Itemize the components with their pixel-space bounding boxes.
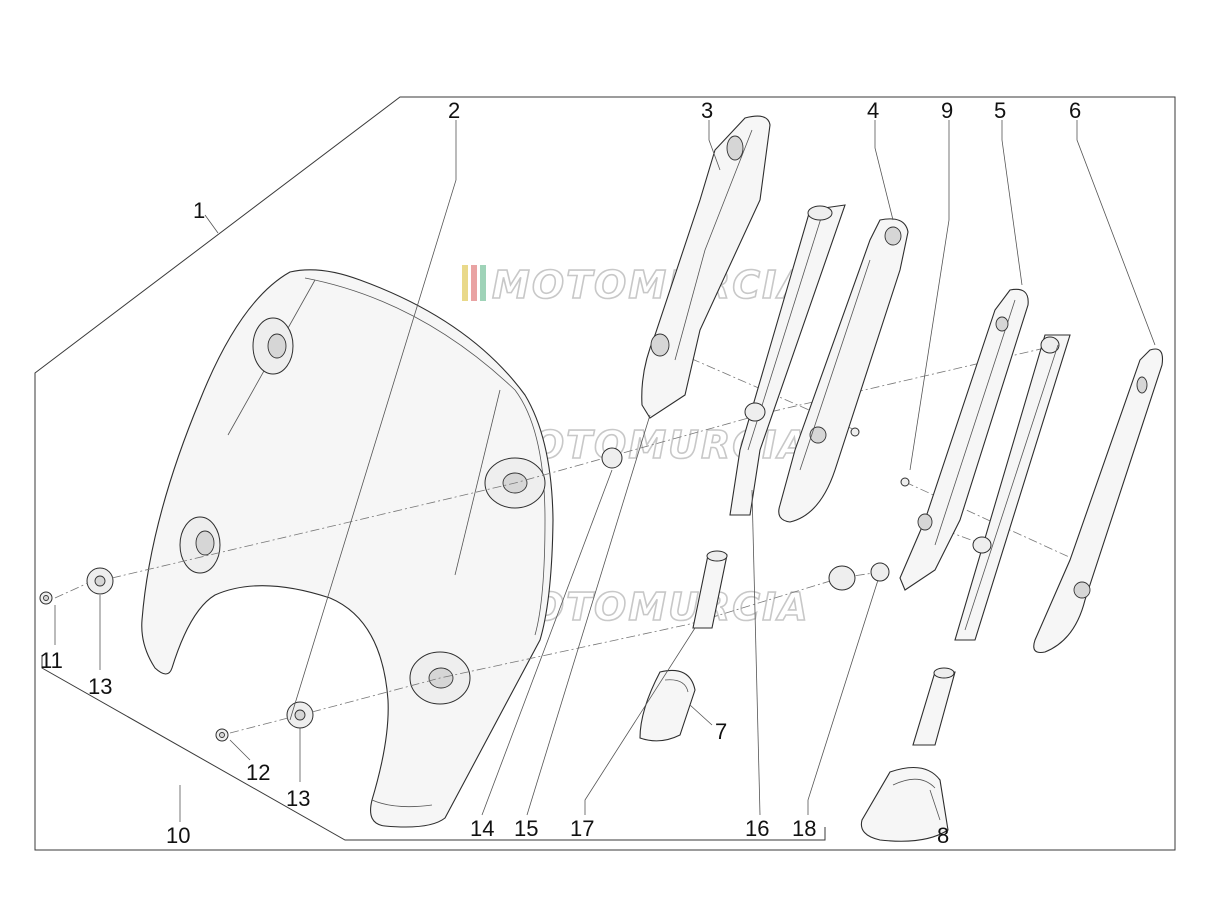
callout-10: 10: [166, 823, 190, 848]
callout-12: 12: [246, 760, 270, 785]
screw-12: [215, 728, 229, 742]
callout-11: 11: [40, 648, 63, 673]
leader-lines: [54, 120, 1156, 822]
bushing-18: [828, 562, 890, 591]
callout-14: 14: [470, 816, 494, 841]
callout-16a: 17: [570, 816, 594, 841]
callout-6: 6: [1069, 98, 1081, 123]
side-cover-4: [778, 218, 909, 523]
callout-1: 1: [193, 198, 205, 223]
callout-4: 4: [867, 98, 879, 123]
callout-18: 18: [792, 816, 816, 841]
grommet-13b: [286, 701, 314, 729]
windshield: [141, 269, 554, 828]
tube-right: [912, 667, 956, 746]
cap-8: [860, 766, 949, 842]
cap-7: [639, 669, 696, 742]
watermark-1: MOTOMURCIA: [462, 262, 810, 308]
grommet-13a: [86, 567, 114, 595]
callout-13b: 13: [286, 786, 310, 811]
callout-16: 16: [745, 816, 769, 841]
screw-small-a: [850, 427, 860, 437]
bracket-arm-5: [899, 288, 1029, 591]
assembly-frame: [34, 96, 1176, 851]
callout-2: 2: [448, 98, 460, 123]
callout-labels: 1 2 3 4 5 6 7 8 9 10 11 12 13 13 14 15 1…: [40, 98, 1081, 848]
callout-15: 15: [514, 816, 538, 841]
callout-9: 9: [941, 98, 953, 123]
callout-3: 3: [701, 98, 713, 123]
bracket-arm-3: [641, 115, 771, 419]
callout-5: 5: [994, 98, 1006, 123]
support-rod-16: [729, 204, 846, 516]
callout-13a: 13: [88, 674, 112, 699]
bushing-14: [601, 447, 623, 469]
bushing-17: [692, 550, 728, 629]
callout-8: 8: [937, 823, 949, 848]
watermark-text-1: MOTOMURCIA: [492, 263, 810, 307]
screw-small-9: [900, 477, 910, 487]
subassembly-bracket: [41, 655, 826, 841]
support-rod-right: [954, 334, 1071, 641]
side-cover-6: [1033, 348, 1164, 654]
callout-7: 7: [715, 719, 727, 744]
screw-11: [39, 591, 53, 605]
